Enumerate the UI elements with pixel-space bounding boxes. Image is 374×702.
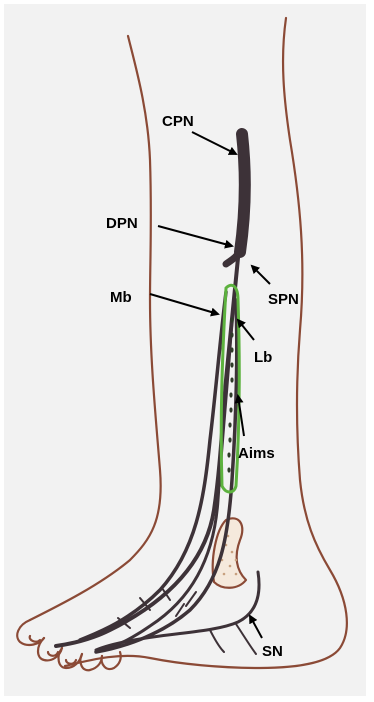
label-sn: SN — [262, 643, 283, 660]
label-cpn: CPN — [162, 113, 194, 130]
common-peroneal-nerve — [240, 134, 245, 252]
label-spn: SPN — [268, 291, 299, 308]
label-dpn: DPN — [106, 215, 138, 232]
label-mb: Mb — [110, 289, 132, 306]
label-aims: Aims — [238, 445, 275, 462]
label-lb: Lb — [254, 349, 272, 366]
